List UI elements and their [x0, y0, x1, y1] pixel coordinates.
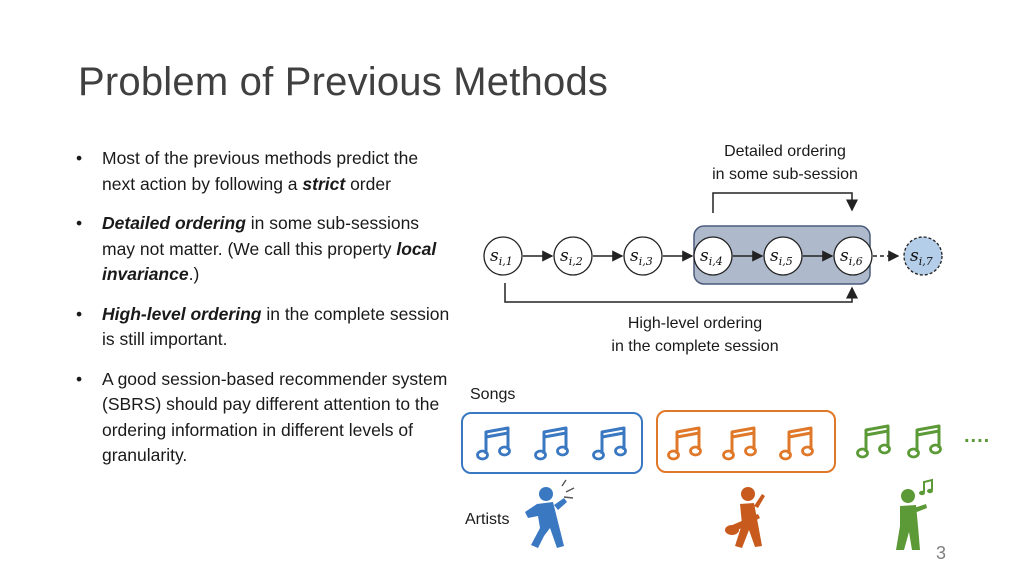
session-node — [623, 236, 663, 276]
node-label: si,2 — [560, 246, 583, 268]
blue-song-group — [461, 412, 643, 474]
bullet-item: • Most of the previous methods predict t… — [76, 146, 456, 197]
node-label: si,4 — [700, 246, 723, 268]
label-line: in the complete session — [611, 338, 779, 355]
music-note-icon — [779, 426, 814, 461]
music-note-icon — [592, 426, 627, 461]
music-note-icon — [856, 424, 891, 459]
slide-title: Problem of Previous Methods — [78, 60, 609, 104]
songs-label: Songs — [470, 386, 516, 403]
target-node — [903, 236, 943, 276]
bullet-dot: • — [76, 213, 83, 233]
node-label: si,5 — [770, 246, 793, 268]
artists-label: Artists — [465, 511, 510, 528]
bullet-dot: • — [76, 148, 83, 168]
bottom-bracket-arrow — [504, 283, 858, 303]
music-note-icon — [476, 426, 511, 461]
music-note-icon — [667, 426, 702, 461]
bullet-text: order — [345, 173, 391, 194]
bullet-emphasis: High-level ordering — [102, 303, 262, 324]
label-line: High-level ordering — [627, 315, 763, 332]
bullet-text: in some sub-sessions may not matter. (We… — [102, 213, 420, 259]
node-label: si,1 — [490, 246, 513, 268]
node-label: si,7 — [910, 246, 933, 268]
bullet-emphasis: strict — [302, 173, 346, 194]
detailed-ordering-label: Detailed ordering in some sub-session — [690, 140, 880, 186]
singer-icon — [525, 479, 575, 548]
more-ellipsis: .... — [964, 425, 991, 447]
bullet-text: Most of the previous methods predict the… — [102, 148, 419, 194]
label-line: Detailed ordering — [724, 143, 846, 160]
orange-song-group — [656, 410, 836, 473]
bullet-item: • A good session-based recommender syste… — [76, 367, 456, 469]
bullet-item: • Detailed ordering in some sub-sessions… — [76, 211, 456, 288]
bullet-emphasis: Detailed ordering — [102, 213, 246, 233]
music-note-icon — [722, 426, 757, 461]
session-node — [833, 236, 873, 276]
bullet-text: A good session-based recommender system … — [102, 368, 448, 466]
session-node — [553, 236, 593, 276]
guitarist-icon — [725, 487, 765, 548]
bullet-emphasis: local invariance — [102, 238, 437, 285]
page-number: 3 — [935, 543, 946, 563]
label-line: in some sub-session — [712, 166, 858, 183]
bullet-text: in the complete session is still importa… — [102, 303, 450, 350]
bullet-item: • High-level ordering in the complete se… — [76, 302, 456, 353]
bullet-text: .) — [188, 264, 200, 284]
session-node — [483, 236, 523, 276]
singer-icon — [896, 478, 933, 550]
bullet-list: • Most of the previous methods predict t… — [76, 146, 456, 483]
music-note-icon — [534, 426, 569, 461]
session-node — [763, 236, 803, 276]
top-bracket-arrow — [712, 192, 858, 213]
music-note-icon — [907, 424, 942, 459]
bullet-dot: • — [76, 303, 83, 324]
bullet-dot: • — [76, 368, 83, 389]
session-node — [693, 236, 733, 276]
high-level-ordering-label: High-level ordering in the complete sess… — [590, 312, 800, 358]
node-label: si,6 — [840, 246, 863, 268]
node-label: si,3 — [630, 246, 653, 268]
